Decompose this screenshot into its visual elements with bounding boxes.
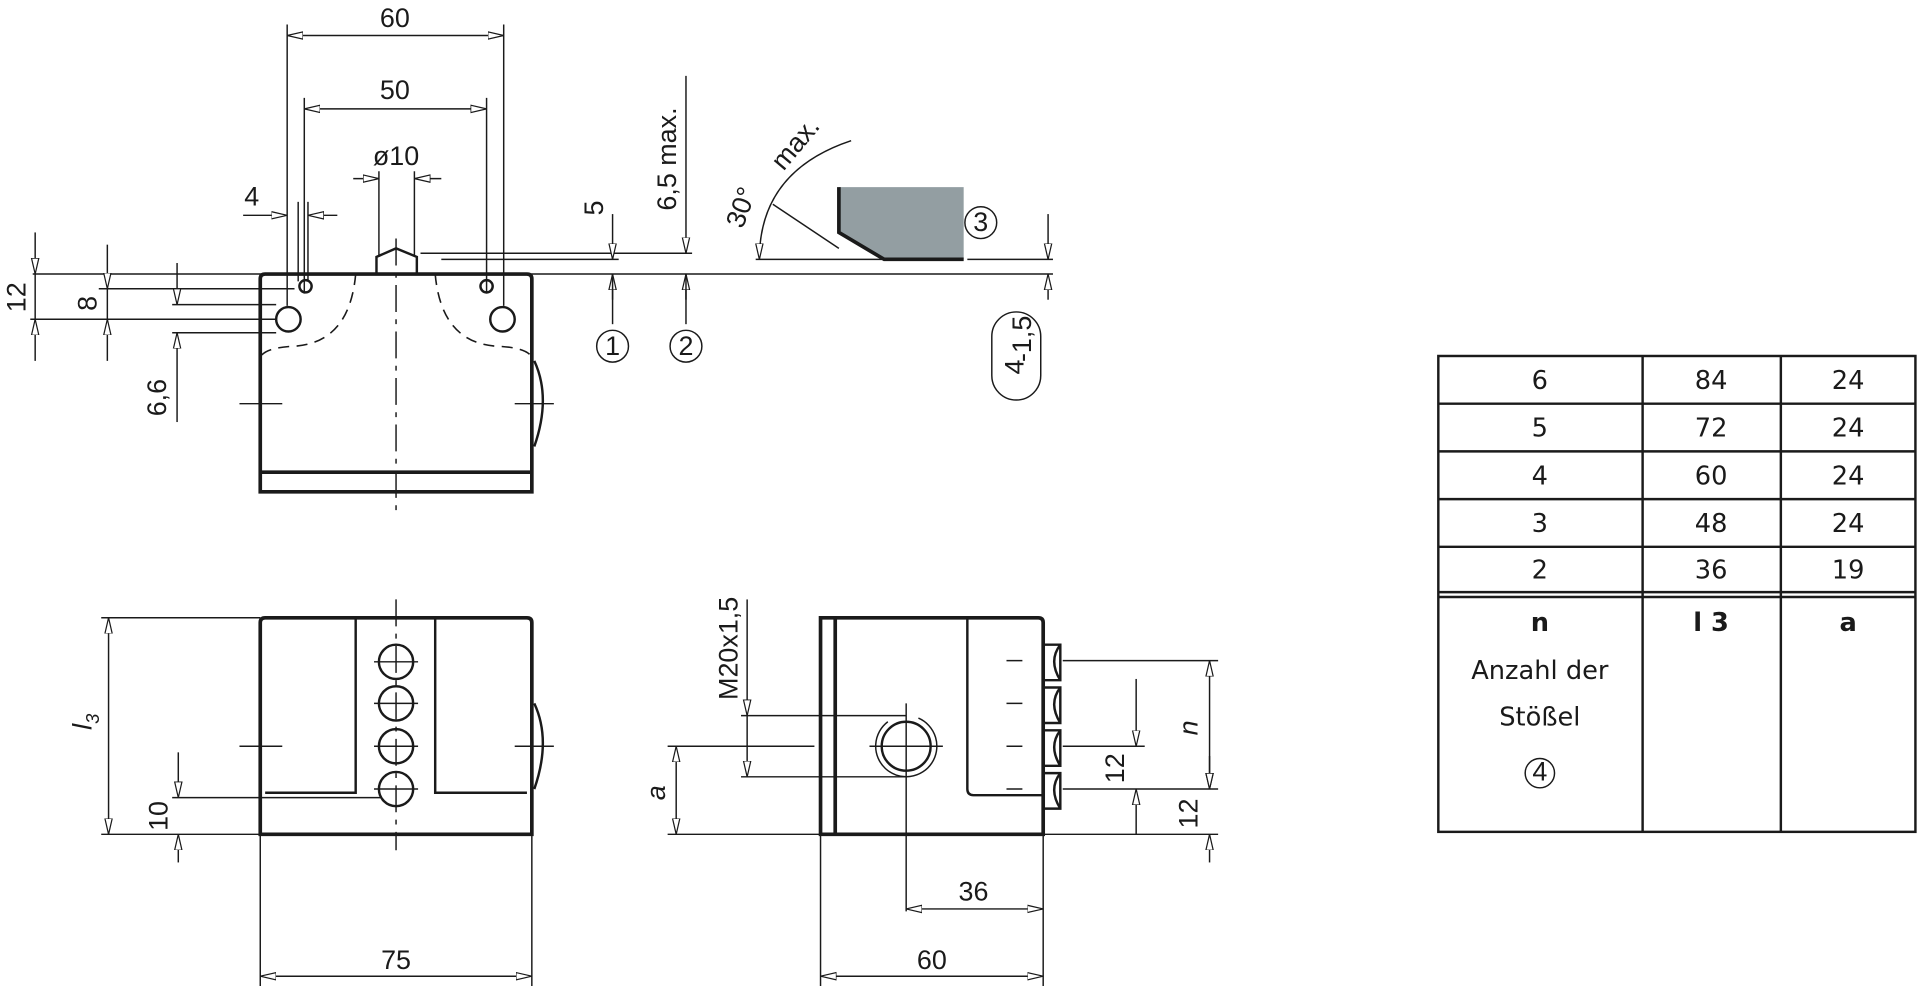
tolerance-sub: -1,5 <box>1007 316 1037 362</box>
dim-12: 12 <box>1 282 31 312</box>
dim-8: 8 <box>72 296 102 311</box>
svg-text:72: 72 <box>1695 414 1728 444</box>
plunger-holes <box>374 643 419 808</box>
svg-text:5: 5 <box>1532 414 1548 444</box>
callout-1: 1 <box>605 331 620 361</box>
header-n-desc-1: Anzahl der <box>1471 656 1609 686</box>
dim-base-12: 12 <box>1173 799 1203 829</box>
table-row: 5 72 24 <box>1532 414 1865 444</box>
callout-3: 3 <box>973 207 988 237</box>
table-row: 4 60 24 <box>1532 461 1865 491</box>
header-n-desc-2: Stößel <box>1499 702 1580 732</box>
callout-2: 2 <box>678 331 693 361</box>
dim-5: 5 <box>579 200 609 215</box>
header-l3: l 3 <box>1693 608 1729 638</box>
svg-text:4: 4 <box>1532 461 1548 491</box>
plungers <box>1043 643 1062 810</box>
dim-n: n <box>1173 720 1203 735</box>
header-n: n <box>1531 608 1549 638</box>
top-view: 60 50 ø10 4 5 6,5 max. 1 2 12 8 6,6 <box>1 3 1053 514</box>
plunger-table: 6 84 24 5 72 24 4 60 24 3 48 24 2 36 19 … <box>1437 354 1917 834</box>
thread-m20: M20x1,5 <box>713 597 743 700</box>
angle-detail: 30° max. 3 4 -1,5 <box>720 111 1053 401</box>
shaded-actuator <box>838 187 964 260</box>
svg-text:60: 60 <box>1695 461 1728 491</box>
tolerance-4: 4 <box>1000 359 1030 374</box>
dim-50: 50 <box>380 75 410 105</box>
header-a: a <box>1839 608 1856 638</box>
dim-6-6: 6,6 <box>142 379 172 416</box>
svg-text:6: 6 <box>1532 366 1548 396</box>
dim-dia-10: ø10 <box>373 141 419 171</box>
front-view: l3 10 75 <box>67 599 554 986</box>
dim-6-5-max: 6,5 max. <box>652 107 682 210</box>
svg-text:36: 36 <box>1695 556 1728 586</box>
svg-text:84: 84 <box>1695 366 1728 396</box>
svg-text:24: 24 <box>1832 509 1865 539</box>
dim-a: a <box>641 785 671 800</box>
svg-text:24: 24 <box>1832 414 1865 444</box>
svg-text:24: 24 <box>1832 461 1865 491</box>
svg-text:24: 24 <box>1832 366 1865 396</box>
angle-max: max. <box>765 111 825 175</box>
dim-36: 36 <box>958 876 988 906</box>
svg-text:19: 19 <box>1832 556 1865 586</box>
svg-text:3: 3 <box>1532 509 1548 539</box>
svg-text:48: 48 <box>1695 509 1728 539</box>
angle-30: 30° <box>720 183 762 232</box>
dim-10: 10 <box>143 801 173 831</box>
dim-75: 75 <box>381 945 411 975</box>
dim-4: 4 <box>244 182 259 212</box>
svg-text:2: 2 <box>1532 556 1548 586</box>
dim-60: 60 <box>380 3 410 33</box>
dim-l3: l3 <box>67 713 102 730</box>
callout-4: 4 <box>1532 756 1547 786</box>
table-row: 3 48 24 <box>1532 509 1865 539</box>
table-row: 2 36 19 <box>1532 556 1865 586</box>
side-view: M20x1,5 a 12 n 12 36 60 <box>641 597 1219 986</box>
dim-pitch-12: 12 <box>1100 753 1130 783</box>
dim-60-side: 60 <box>917 945 947 975</box>
table-row: 6 84 24 <box>1532 366 1865 396</box>
